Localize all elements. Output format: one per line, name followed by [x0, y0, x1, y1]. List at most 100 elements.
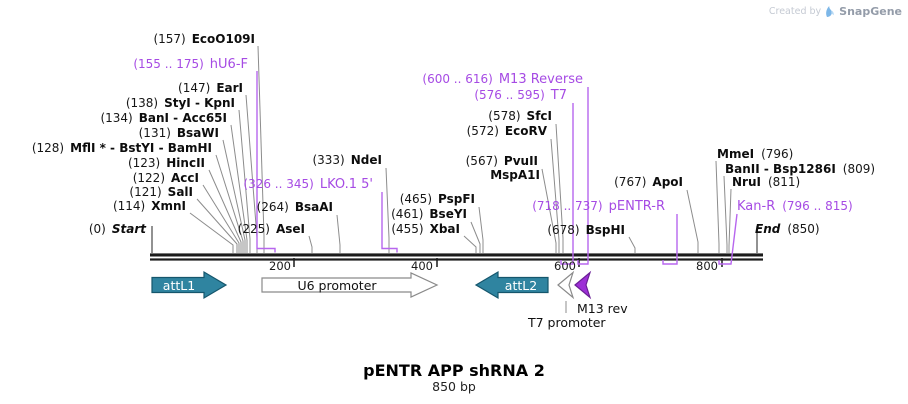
site-name: BsaAI	[294, 200, 333, 214]
end-name: End	[755, 222, 781, 236]
feature-arrow-attl1[interactable]	[151, 270, 228, 300]
primer-label-pentr-r[interactable]: (718 .. 737) pENTR-R	[532, 199, 665, 214]
connector-bani-acc65i	[230, 124, 248, 253]
primer-range: (600 .. 616)	[422, 72, 493, 86]
enzyme-label-ecoo109i[interactable]: (157)EcoO109I	[153, 33, 255, 46]
site-pos: (333)	[312, 153, 345, 167]
feature-label-attl2[interactable]: attL2	[504, 278, 538, 293]
backbone-top-line	[150, 253, 763, 257]
enzyme-label-bsaai[interactable]: (264)BsaAI	[257, 201, 333, 214]
site-pos: (157)	[153, 32, 186, 46]
site-name: HincII	[166, 156, 205, 170]
site-name: BsaWI	[176, 126, 219, 140]
enzyme-label-ecorv[interactable]: (572)EcoRV	[467, 125, 547, 138]
connector-mmei	[715, 160, 720, 253]
feature-arrow-m13-rev[interactable]	[574, 270, 592, 300]
connector-ndei	[385, 167, 390, 253]
connector-pspfi	[478, 206, 484, 253]
enzyme-label-mfli-bstyi-bamhi[interactable]: (128) MflI * - BstYI - BamHI	[32, 142, 212, 155]
primer-name: pENTR-R	[608, 199, 665, 214]
snapgene-watermark: Created by SnapGene	[769, 5, 902, 18]
enzyme-label-bani-acc65i[interactable]: (134)BanI - Acc65I	[100, 112, 227, 125]
enzyme-label-sali[interactable]: (121)SalI	[129, 186, 193, 199]
site-name: XbaI	[429, 222, 460, 236]
enzyme-label-hincii[interactable]: (123)HincII	[128, 157, 205, 170]
enzyme-label-mmei[interactable]: MmeI (796)	[717, 148, 793, 161]
site-pos: (465)	[399, 192, 433, 206]
feature-label-t7-promoter[interactable]: T7 promoter	[528, 315, 606, 330]
enzyme-label-mspa1i[interactable]: MspA1I	[490, 169, 540, 182]
feature-arrow-u6-promoter[interactable]	[261, 272, 439, 298]
site-pos: (121)	[129, 185, 162, 199]
plasmid-length: 850 bp	[432, 379, 476, 394]
axis-tick-label-200: 200	[269, 259, 291, 273]
connector-sfci	[555, 123, 564, 253]
site-name: XmnI	[151, 199, 186, 213]
feature-arrow-t7-promoter[interactable]	[557, 270, 575, 300]
enzyme-label-xmni[interactable]: (114) XmnI	[113, 200, 186, 213]
enzyme-label-sfci[interactable]: (578)SfcI	[488, 110, 552, 123]
connector-nrui	[728, 188, 732, 253]
site-name: PvuII	[503, 154, 538, 168]
site-name: NdeI	[350, 153, 382, 167]
enzyme-label-xbai[interactable]: (455) XbaI	[391, 223, 460, 236]
start-name: Start	[111, 222, 146, 236]
feature-label-u6-promoter[interactable]: U6 promoter	[297, 278, 377, 293]
primer-range: (576 .. 595)	[474, 88, 545, 102]
enzyme-label-bsawi[interactable]: (131)BsaWI	[139, 127, 219, 140]
primer-range: (155 .. 175)	[133, 57, 204, 71]
site-pos: (138)	[125, 96, 159, 110]
enzyme-label-asei[interactable]: (225)AseI	[238, 223, 305, 236]
backbone-bottom-line	[150, 258, 763, 261]
connector-hincii	[208, 169, 242, 253]
site-pos: (567)	[465, 154, 498, 168]
enzyme-label-acci[interactable]: (122)AccI	[133, 172, 199, 185]
primer-label-lko1-5[interactable]: (326 .. 345)LKO.1 5'	[243, 177, 373, 192]
enzyme-label-styi-kpni[interactable]: (138)StyI - KpnI	[126, 97, 235, 110]
site-pos: (114)	[112, 199, 146, 213]
enzyme-label-ndei[interactable]: (333) NdeI	[312, 154, 382, 167]
primer-bracket-kan-r	[718, 213, 738, 265]
primer-label-m13-reverse[interactable]: (600 .. 616)M13 Reverse	[422, 72, 583, 87]
site-pos: (128)	[31, 141, 65, 155]
connector-apoi	[686, 189, 699, 253]
primer-bracket-t7	[560, 103, 574, 265]
primer-bracket-hu6-f	[256, 71, 276, 253]
enzyme-label-nrui[interactable]: NruI(811)	[732, 176, 800, 189]
site-pos: (578)	[488, 109, 521, 123]
feature-label-m13-rev[interactable]: M13 rev	[577, 301, 628, 316]
primer-range: (718 .. 737)	[532, 199, 603, 213]
primer-label-kan-r[interactable]: Kan-R(796 .. 815)	[737, 199, 853, 214]
site-name: BspHI	[585, 223, 625, 237]
site-pos: (455)	[391, 222, 424, 236]
end-pos: (850)	[787, 222, 820, 236]
primer-label-t7[interactable]: (576 .. 595) T7	[474, 88, 567, 103]
primer-bracket-m13-reverse	[577, 87, 589, 265]
primer-label-hu6-f[interactable]: (155 .. 175)hU6-F	[133, 57, 248, 72]
enzyme-label-banii-bsp1286i[interactable]: BanII - Bsp1286I(809)	[725, 163, 875, 176]
connector-styi-kpni	[238, 109, 251, 253]
site-name: PspFI	[438, 192, 475, 206]
site-pos: (796)	[761, 147, 794, 161]
feature-arrow-attl2[interactable]	[474, 270, 549, 300]
enzyme-label-apoi[interactable]: (767)ApoI	[614, 176, 683, 189]
primer-name: T7	[550, 88, 567, 103]
site-name: MspA1I	[490, 168, 540, 182]
site-name: MmeI	[717, 147, 755, 161]
axis-tick-label-600: 600	[554, 259, 576, 273]
enzyme-label-pspfi[interactable]: (465) PspFI	[400, 193, 475, 206]
end-label: End (850)	[755, 223, 820, 236]
connector-asei	[308, 235, 313, 253]
feature-label-attl1[interactable]: attL1	[162, 278, 196, 293]
enzyme-label-bsphi[interactable]: (678)BspHI	[547, 224, 625, 237]
enzyme-label-eari[interactable]: (147)EarI	[178, 82, 243, 95]
enzyme-label-pvuii[interactable]: (567) PvuII	[466, 155, 538, 168]
enzyme-label-bseyi[interactable]: (461)BseYI	[391, 208, 467, 221]
site-name: AseI	[275, 222, 305, 236]
axis-tick-label-400: 400	[411, 259, 433, 273]
site-name: MflI * - BstYI - BamHI	[70, 141, 212, 155]
primer-range: (796 .. 815)	[782, 199, 853, 213]
site-name: BanII - Bsp1286I	[725, 162, 836, 176]
primer-range: (326 .. 345)	[243, 177, 314, 191]
